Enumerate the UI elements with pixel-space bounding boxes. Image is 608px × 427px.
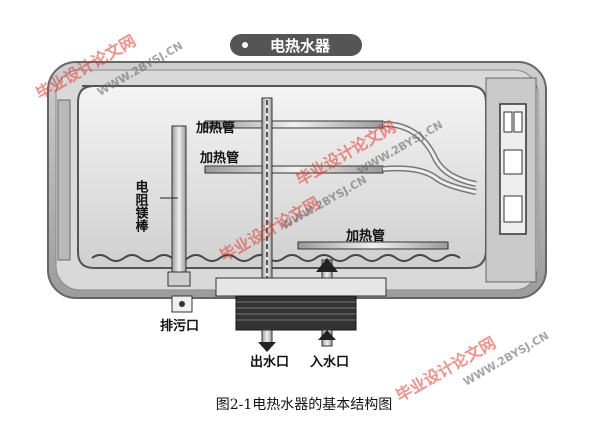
outlet-pipe — [261, 98, 273, 298]
label-water-outlet: 出水口 — [250, 354, 289, 370]
label-heater-tube-2: 加热管 — [199, 150, 239, 166]
control-compartment — [486, 78, 536, 282]
label-drain-outlet: 排污口 — [160, 318, 199, 334]
left-flange — [58, 100, 70, 260]
label-water-inlet: 入水口 — [310, 354, 349, 370]
bottom-flange — [216, 278, 386, 330]
title-badge: 电热水器 — [230, 34, 362, 56]
figure-caption: 图2-1电热水器的基本结构图 — [0, 394, 608, 414]
label-heater-tube-3: 加热管 — [345, 228, 385, 244]
label-heater-tube-1: 加热管 — [195, 120, 235, 136]
diagram-title: 电热水器 — [270, 37, 331, 55]
inlet-stub — [318, 330, 336, 346]
outlet-stub — [258, 330, 276, 352]
label-anode-rod: 电阻镁棒 — [133, 179, 149, 233]
inner-tank — [78, 86, 486, 268]
drain-fitting — [172, 296, 192, 312]
